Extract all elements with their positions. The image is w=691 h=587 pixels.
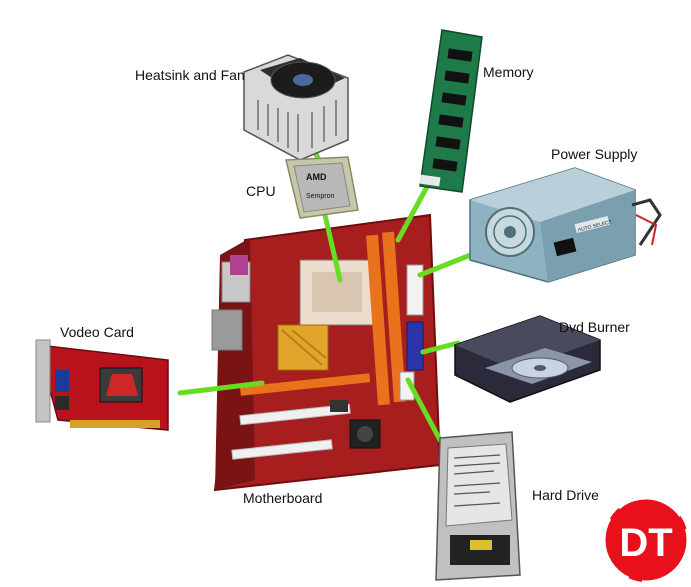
- cpu-chip: AMD Sempron: [285, 156, 359, 219]
- hard-drive: [435, 431, 521, 581]
- video-card: [35, 339, 169, 431]
- connector-harddrive-ide: [405, 377, 443, 443]
- connector-cpu-socket: [322, 212, 343, 283]
- label-cpu: CPU: [246, 183, 276, 199]
- label-hard-drive: Hard Drive: [532, 487, 599, 503]
- dvd-burner: [454, 315, 601, 403]
- connector-videocard-slot: [177, 380, 265, 396]
- label-heatsink-fan: Heatsink and Fan: [135, 67, 245, 83]
- dt-logo: DT: [602, 496, 690, 584]
- label-motherboard: Motherboard: [243, 490, 323, 506]
- heatsink-fan: [243, 54, 349, 161]
- label-memory: Memory: [483, 64, 534, 80]
- cpu-model-text: Sempron: [306, 193, 335, 200]
- motherboard: [211, 213, 442, 492]
- cpu-brand-text: AMD: [306, 172, 327, 182]
- power-supply: AUTO SELECT: [469, 167, 662, 283]
- label-power-supply: Power Supply: [551, 146, 638, 162]
- connector-psu-board: [417, 249, 481, 278]
- label-video-card: Vodeo Card: [60, 324, 134, 340]
- dt-logo-text: DT: [619, 521, 672, 565]
- connector-memory-slot: [395, 182, 431, 243]
- label-dvd-burner: Dvd Burner: [559, 319, 630, 335]
- memory-stick: [419, 29, 483, 193]
- connector-dvd-ide: [420, 340, 461, 355]
